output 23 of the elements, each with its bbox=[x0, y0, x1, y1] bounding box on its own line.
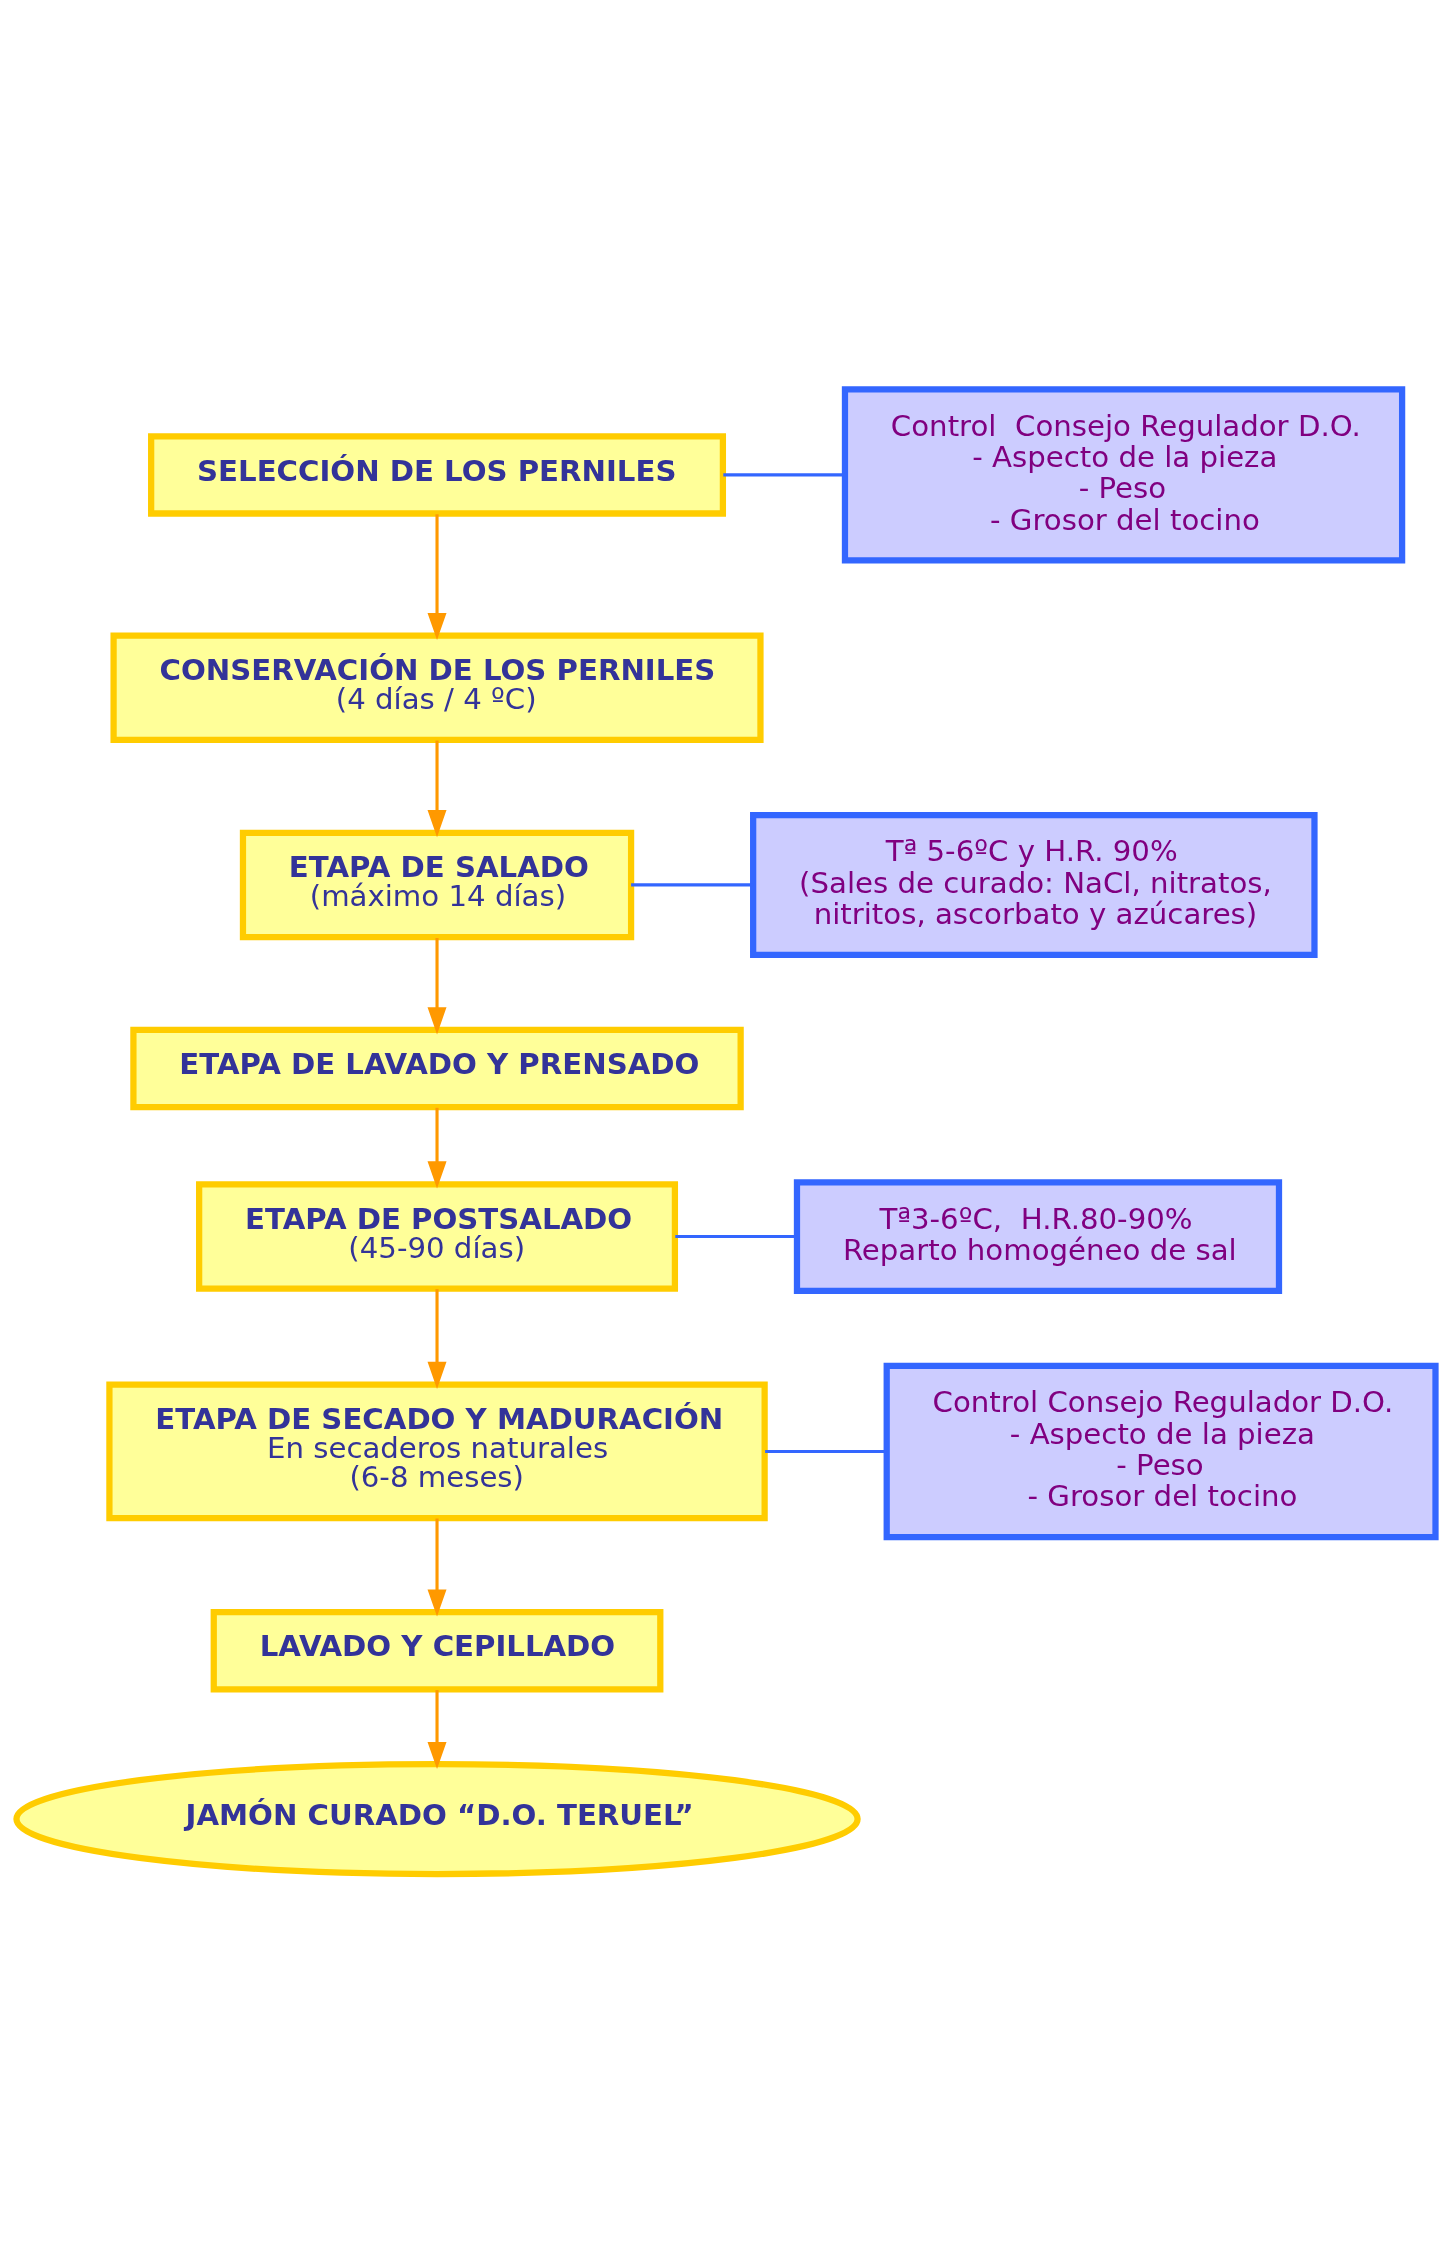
connector bbox=[631, 883, 753, 887]
node-box: Control Consejo Regulador D.O. - Aspecto de la pieza - Peso - Grosor del tocino bbox=[841, 386, 1406, 564]
arrow bbox=[427, 1690, 447, 1770]
arrow bbox=[427, 740, 447, 838]
connector bbox=[675, 1234, 797, 1239]
node-box: ETAPA DE LAVADO Y PRENSADO bbox=[130, 1026, 744, 1111]
connector bbox=[723, 473, 845, 477]
node-box: Tª 5-6ºC y H.R. 90% (Sales de curado: NaCl, nitratos, nitritos, ascorbato y azúcares) bbox=[750, 811, 1318, 958]
arrow bbox=[427, 1107, 447, 1189]
node-box: ETAPA DE SALADO (máximo 14 días) bbox=[239, 829, 635, 941]
arrow bbox=[427, 1289, 447, 1389]
node-ellipse: JAMÓN CURADO “D.O. TERUEL” bbox=[13, 1761, 861, 1878]
node-box: SELECCIÓN DE LOS PERNILES bbox=[148, 433, 727, 517]
node-box: Tª3-6ºC, H.R.80-90% Reparto homogéneo de sal bbox=[793, 1179, 1283, 1294]
connector bbox=[765, 1449, 887, 1454]
arrow bbox=[427, 937, 447, 1035]
node-box: CONSERVACIÓN DE LOS PERNILES (4 días / 4 ºC) bbox=[110, 632, 764, 744]
node-box: ETAPA DE SECADO Y MADURACIÓN En secaderos naturales (6-8 meses) bbox=[106, 1381, 768, 1522]
arrow bbox=[427, 1518, 447, 1617]
node-box: ETAPA DE POSTSALADO (45-90 días) bbox=[196, 1181, 679, 1292]
arrow bbox=[427, 514, 447, 641]
node-box: Control Consejo Regulador D.O. - Aspecto de la pieza - Peso - Grosor del tocino bbox=[883, 1362, 1439, 1541]
node-box: LAVADO Y CEPILLADO bbox=[210, 1609, 664, 1693]
